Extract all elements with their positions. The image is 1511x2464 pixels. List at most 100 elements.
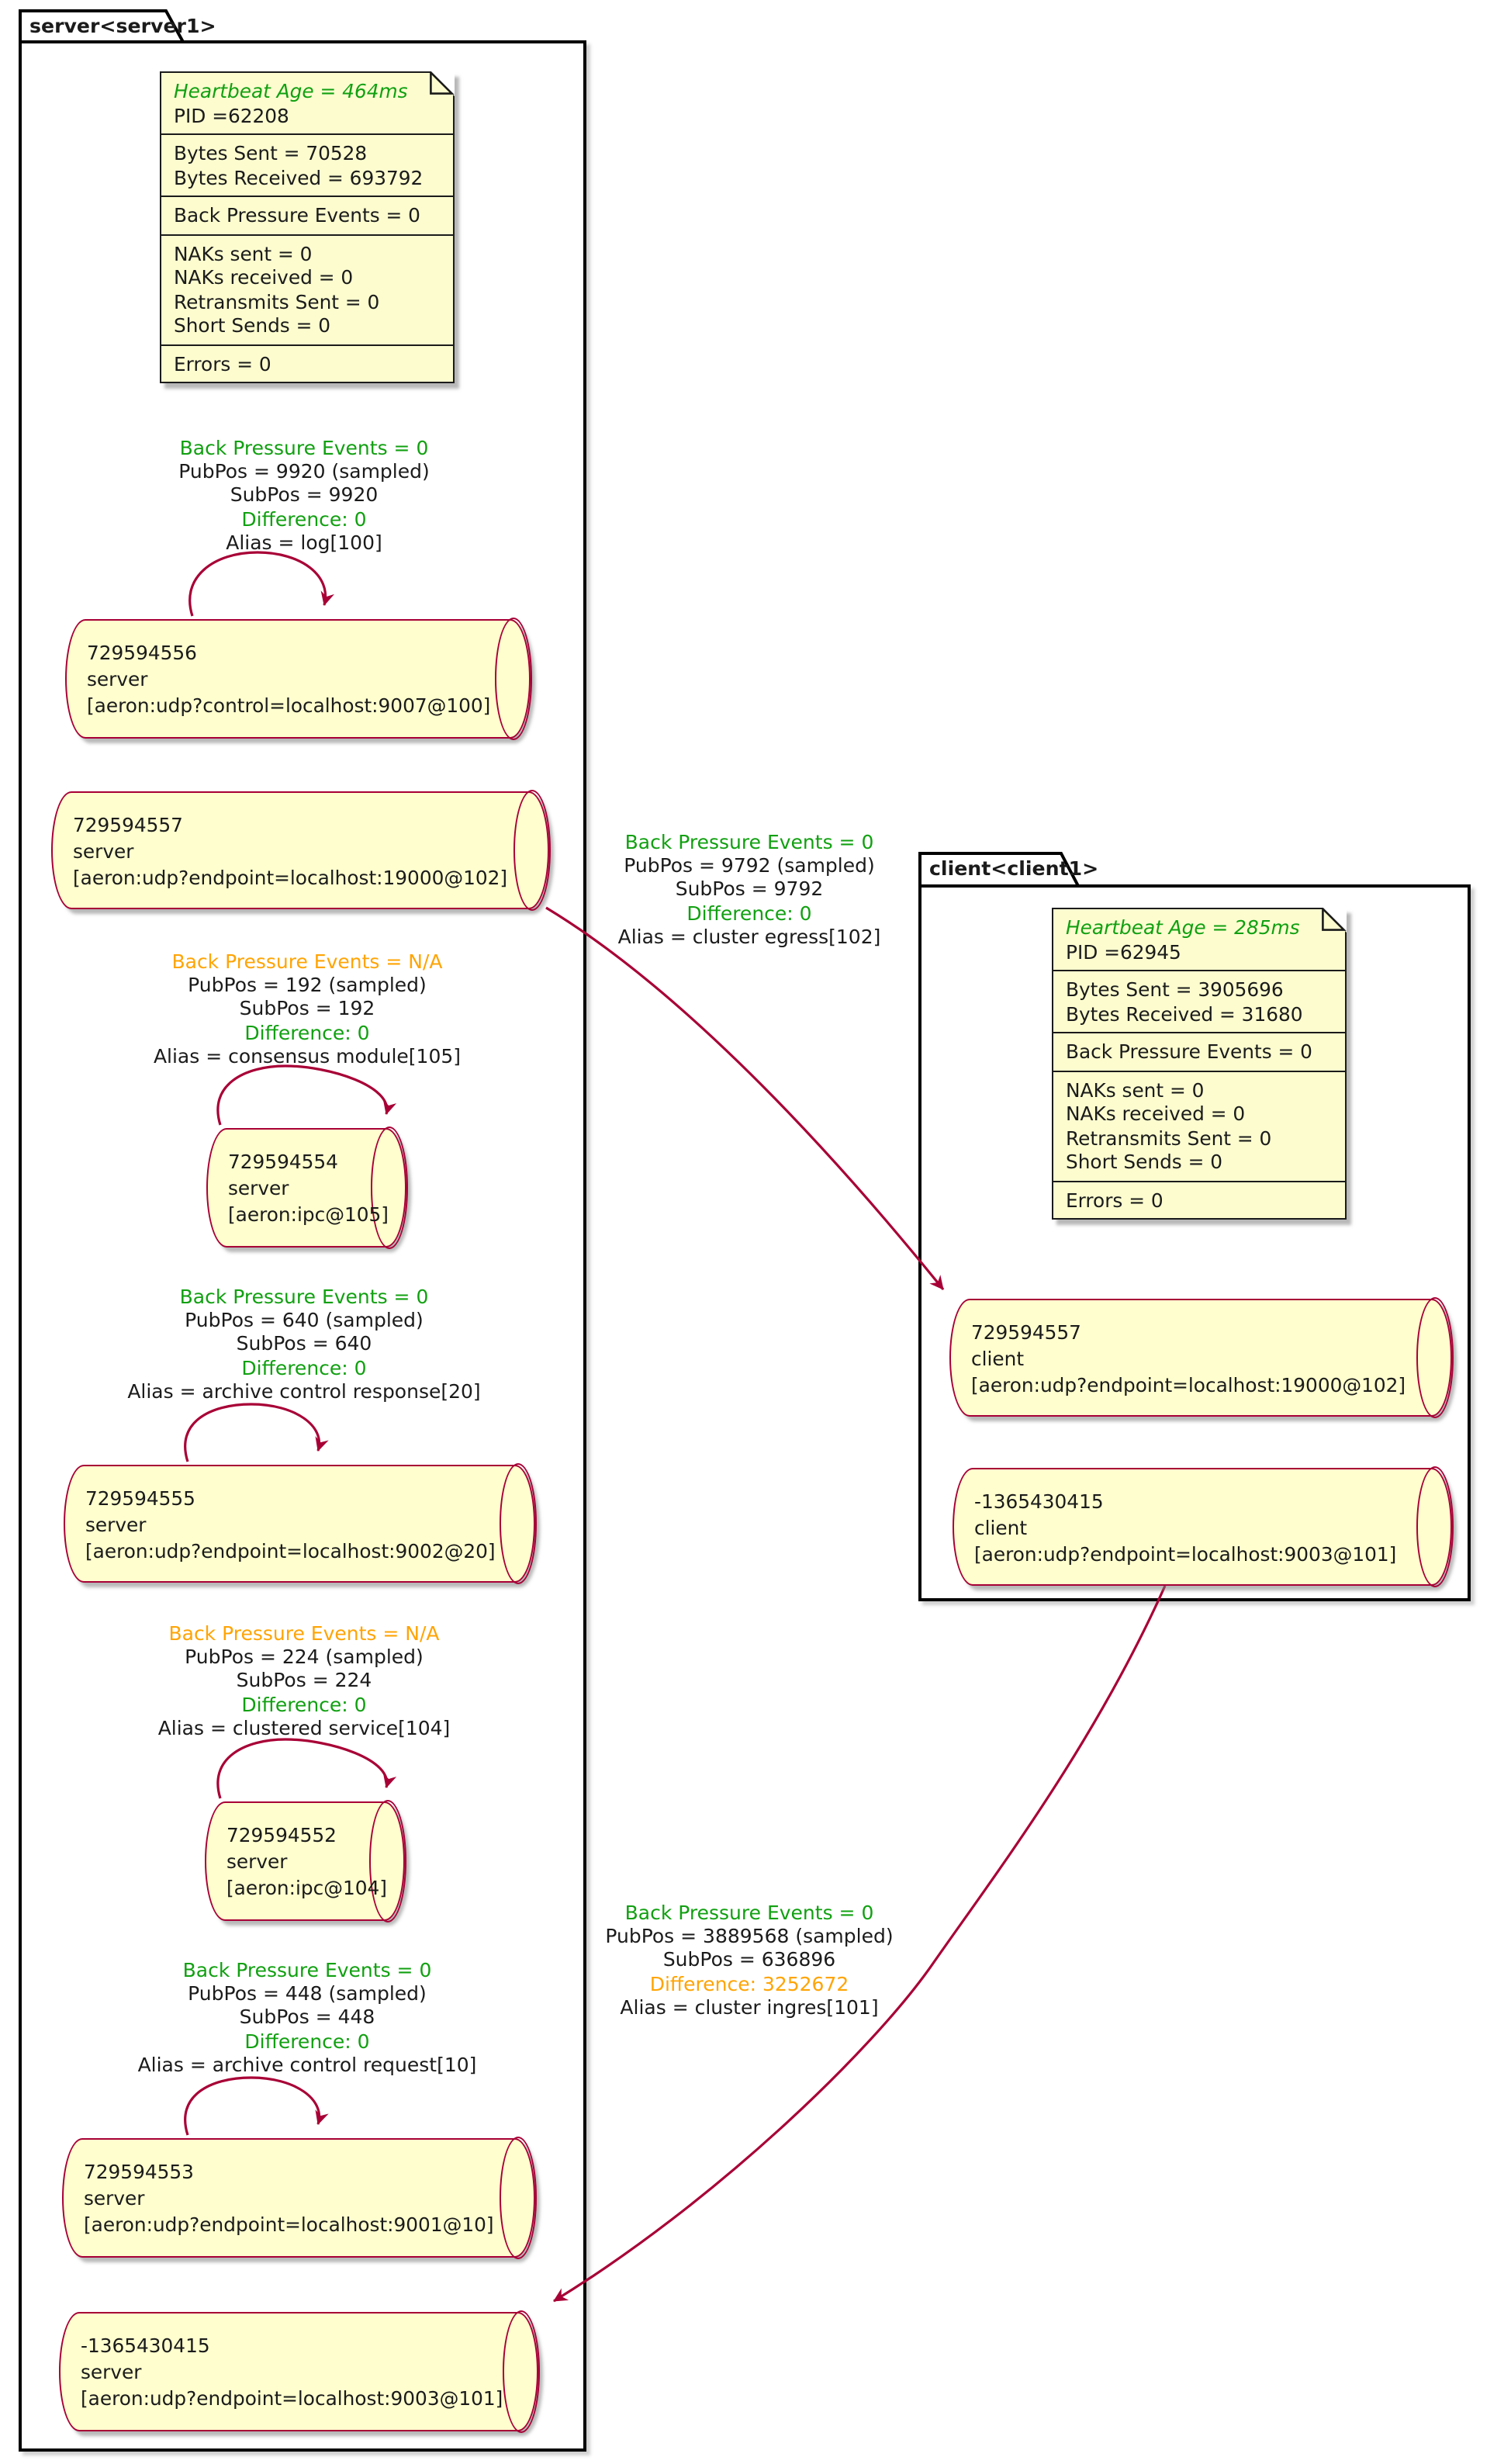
server-frame-tab: server<server1> (19, 9, 216, 43)
queue-729594554: 729594554 server [aeron:ipc@105] (206, 1126, 408, 1249)
queue-owner: server (81, 2360, 142, 2383)
stat-subpos: SubPos = 640 (236, 1331, 372, 1355)
queue-729594556: 729594556 server [aeron:udp?control=loca… (65, 618, 532, 740)
stat-alias: Alias = archive control response[20] (127, 1379, 481, 1403)
stat-alias: Alias = cluster egress[102] (617, 924, 881, 948)
naks-received: NAKs received = 0 (1066, 1102, 1246, 1125)
queue-729594555: 729594555 server [aeron:udp?endpoint=loc… (64, 1463, 537, 1584)
queue-id: 729594557 (971, 1320, 1081, 1343)
short-sends: Short Sends = 0 (1066, 1150, 1222, 1173)
cylinder-cap-icon (1416, 1297, 1454, 1418)
stat-subpos: SubPos = 9920 (230, 483, 379, 507)
errors: Errors = 0 (174, 351, 271, 375)
queue-729594557-client: 729594557 client [aeron:udp?endpoint=loc… (949, 1297, 1454, 1418)
short-sends: Short Sends = 0 (174, 313, 330, 337)
queue-owner: server (73, 839, 134, 862)
queue-id: 729594556 (87, 641, 197, 664)
bytes-sent: Bytes Sent = 70528 (174, 141, 368, 164)
queue-channel: [aeron:udp?control=localhost:9007@100] (87, 694, 491, 717)
stat-alias: Alias = archive control request[10] (137, 2052, 477, 2076)
server-frame-tab-shape (19, 9, 186, 43)
bytes-sent: Bytes Sent = 3905696 (1066, 978, 1284, 1001)
queue-owner: server (87, 667, 148, 690)
queue-id: 729594555 (85, 1486, 195, 1509)
queue-owner: server (84, 2186, 145, 2210)
stat-block-cluster-egress: Back Pressure Events = 0 PubPos = 9792 (… (532, 830, 966, 948)
stat-difference: Difference: 0 (244, 1020, 370, 1044)
retransmits-sent: Retransmits Sent = 0 (174, 289, 380, 313)
naks-sent: NAKs sent = 0 (174, 241, 313, 265)
stat-back-pressure: Back Pressure Events = 0 (182, 1958, 432, 1981)
queue-id: -1365430415 (81, 2334, 210, 2357)
stat-difference: Difference: 3252672 (649, 1971, 849, 1995)
queue-id: 729594554 (228, 1150, 338, 1173)
cylinder-cap-icon (494, 618, 532, 740)
queue-729594557-server: 729594557 server [aeron:udp?endpoint=loc… (51, 790, 551, 911)
stat-subpos: SubPos = 224 (236, 1668, 372, 1692)
stat-back-pressure: Back Pressure Events = 0 (624, 1901, 874, 1924)
stat-pubpos: PubPos = 3889568 (sampled) (605, 1924, 894, 1948)
heartbeat-age: Heartbeat Age = 464ms (174, 79, 408, 102)
stat-difference: Difference: 0 (686, 901, 812, 925)
stat-block-cluster-ingress: Back Pressure Events = 0 PubPos = 388956… (532, 1901, 966, 2019)
stat-pubpos: PubPos = 640 (sampled) (185, 1308, 424, 1332)
cylinder-cap-icon (368, 1800, 406, 1922)
queue-owner: server (85, 1512, 147, 1535)
stat-alias: Alias = log[100] (226, 530, 382, 554)
stat-block-consensus-module: Back Pressure Events = N/A PubPos = 192 … (90, 950, 524, 1068)
stat-block-archive-control-request: Back Pressure Events = 0 PubPos = 448 (s… (90, 1958, 524, 2076)
stat-difference: Difference: 0 (241, 1355, 367, 1379)
queue-owner: client (971, 1346, 1025, 1369)
stat-difference: Difference: 0 (244, 2029, 370, 2053)
stat-alias: Alias = consensus module[105] (153, 1043, 462, 1068)
stat-pubpos: PubPos = 192 (sampled) (188, 973, 427, 997)
queue-channel: [aeron:ipc@104] (226, 1876, 387, 1899)
stat-block-archive-control-response: Back Pressure Events = 0 PubPos = 640 (s… (87, 1285, 521, 1403)
back-pressure-events: Back Pressure Events = 0 (174, 203, 420, 227)
stat-pubpos: PubPos = 224 (sampled) (185, 1645, 424, 1669)
retransmits-sent: Retransmits Sent = 0 (1066, 1126, 1272, 1149)
stat-pubpos: PubPos = 448 (sampled) (188, 1981, 427, 2005)
note-section-errors: Errors = 0 (1053, 1180, 1345, 1218)
stat-subpos: SubPos = 9792 (675, 877, 824, 901)
note-section-errors: Errors = 0 (161, 344, 453, 382)
server-stats-note: Heartbeat Age = 464ms PID =62208 Bytes S… (160, 71, 455, 383)
cylinder-cap-icon (502, 2310, 540, 2433)
stat-subpos: SubPos = 192 (239, 996, 375, 1020)
client-stats-note: Heartbeat Age = 285ms PID =62945 Bytes S… (1052, 907, 1347, 1220)
queue-channel: [aeron:ipc@105] (228, 1203, 389, 1226)
note-section-heartbeat: Heartbeat Age = 285ms PID =62945 (1053, 909, 1345, 970)
pid: PID =62208 (174, 103, 289, 126)
stat-back-pressure: Back Pressure Events = N/A (171, 950, 443, 973)
cylinder-cap-icon (370, 1126, 408, 1249)
queue-channel: [aeron:udp?endpoint=localhost:19000@102] (73, 865, 508, 888)
queue-729594553: 729594553 server [aeron:udp?endpoint=loc… (62, 2137, 537, 2259)
stat-block-clustered-service: Back Pressure Events = N/A PubPos = 224 … (87, 1621, 521, 1739)
server-frame-title: server<server1> (29, 14, 216, 37)
errors: Errors = 0 (1066, 1188, 1164, 1211)
queue-id: 729594557 (73, 812, 183, 836)
queue-neg1365430415-client: -1365430415 client [aeron:udp?endpoint=l… (953, 1466, 1454, 1587)
note-section-naks: NAKs sent = 0 NAKs received = 0 Retransm… (1053, 1070, 1345, 1180)
stat-difference: Difference: 0 (241, 1692, 367, 1716)
stat-back-pressure: Back Pressure Events = 0 (179, 436, 429, 459)
naks-sent: NAKs sent = 0 (1066, 1078, 1205, 1101)
client-frame-tab: client<client1> (918, 852, 1098, 888)
pid: PID =62945 (1066, 940, 1181, 963)
stat-pubpos: PubPos = 9792 (sampled) (624, 853, 875, 877)
bytes-received: Bytes Received = 693792 (174, 165, 424, 189)
queue-channel: [aeron:udp?endpoint=localhost:9003@101] (974, 1542, 1397, 1565)
stat-back-pressure: Back Pressure Events = 0 (624, 830, 874, 853)
queue-owner: server (228, 1176, 289, 1199)
queue-neg1365430415-server: -1365430415 server [aeron:udp?endpoint=l… (59, 2310, 540, 2433)
heartbeat-age: Heartbeat Age = 285ms (1066, 915, 1300, 939)
queue-channel: [aeron:udp?endpoint=localhost:9002@20] (85, 1538, 496, 1562)
note-fold-icon (430, 71, 455, 96)
stat-subpos: SubPos = 448 (239, 2005, 375, 2029)
queue-channel: [aeron:udp?endpoint=localhost:9003@101] (81, 2386, 503, 2410)
stat-difference: Difference: 0 (241, 507, 367, 531)
back-pressure-events: Back Pressure Events = 0 (1066, 1040, 1312, 1063)
naks-received: NAKs received = 0 (174, 265, 354, 289)
note-section-bytes: Bytes Sent = 70528 Bytes Received = 6937… (161, 133, 453, 196)
